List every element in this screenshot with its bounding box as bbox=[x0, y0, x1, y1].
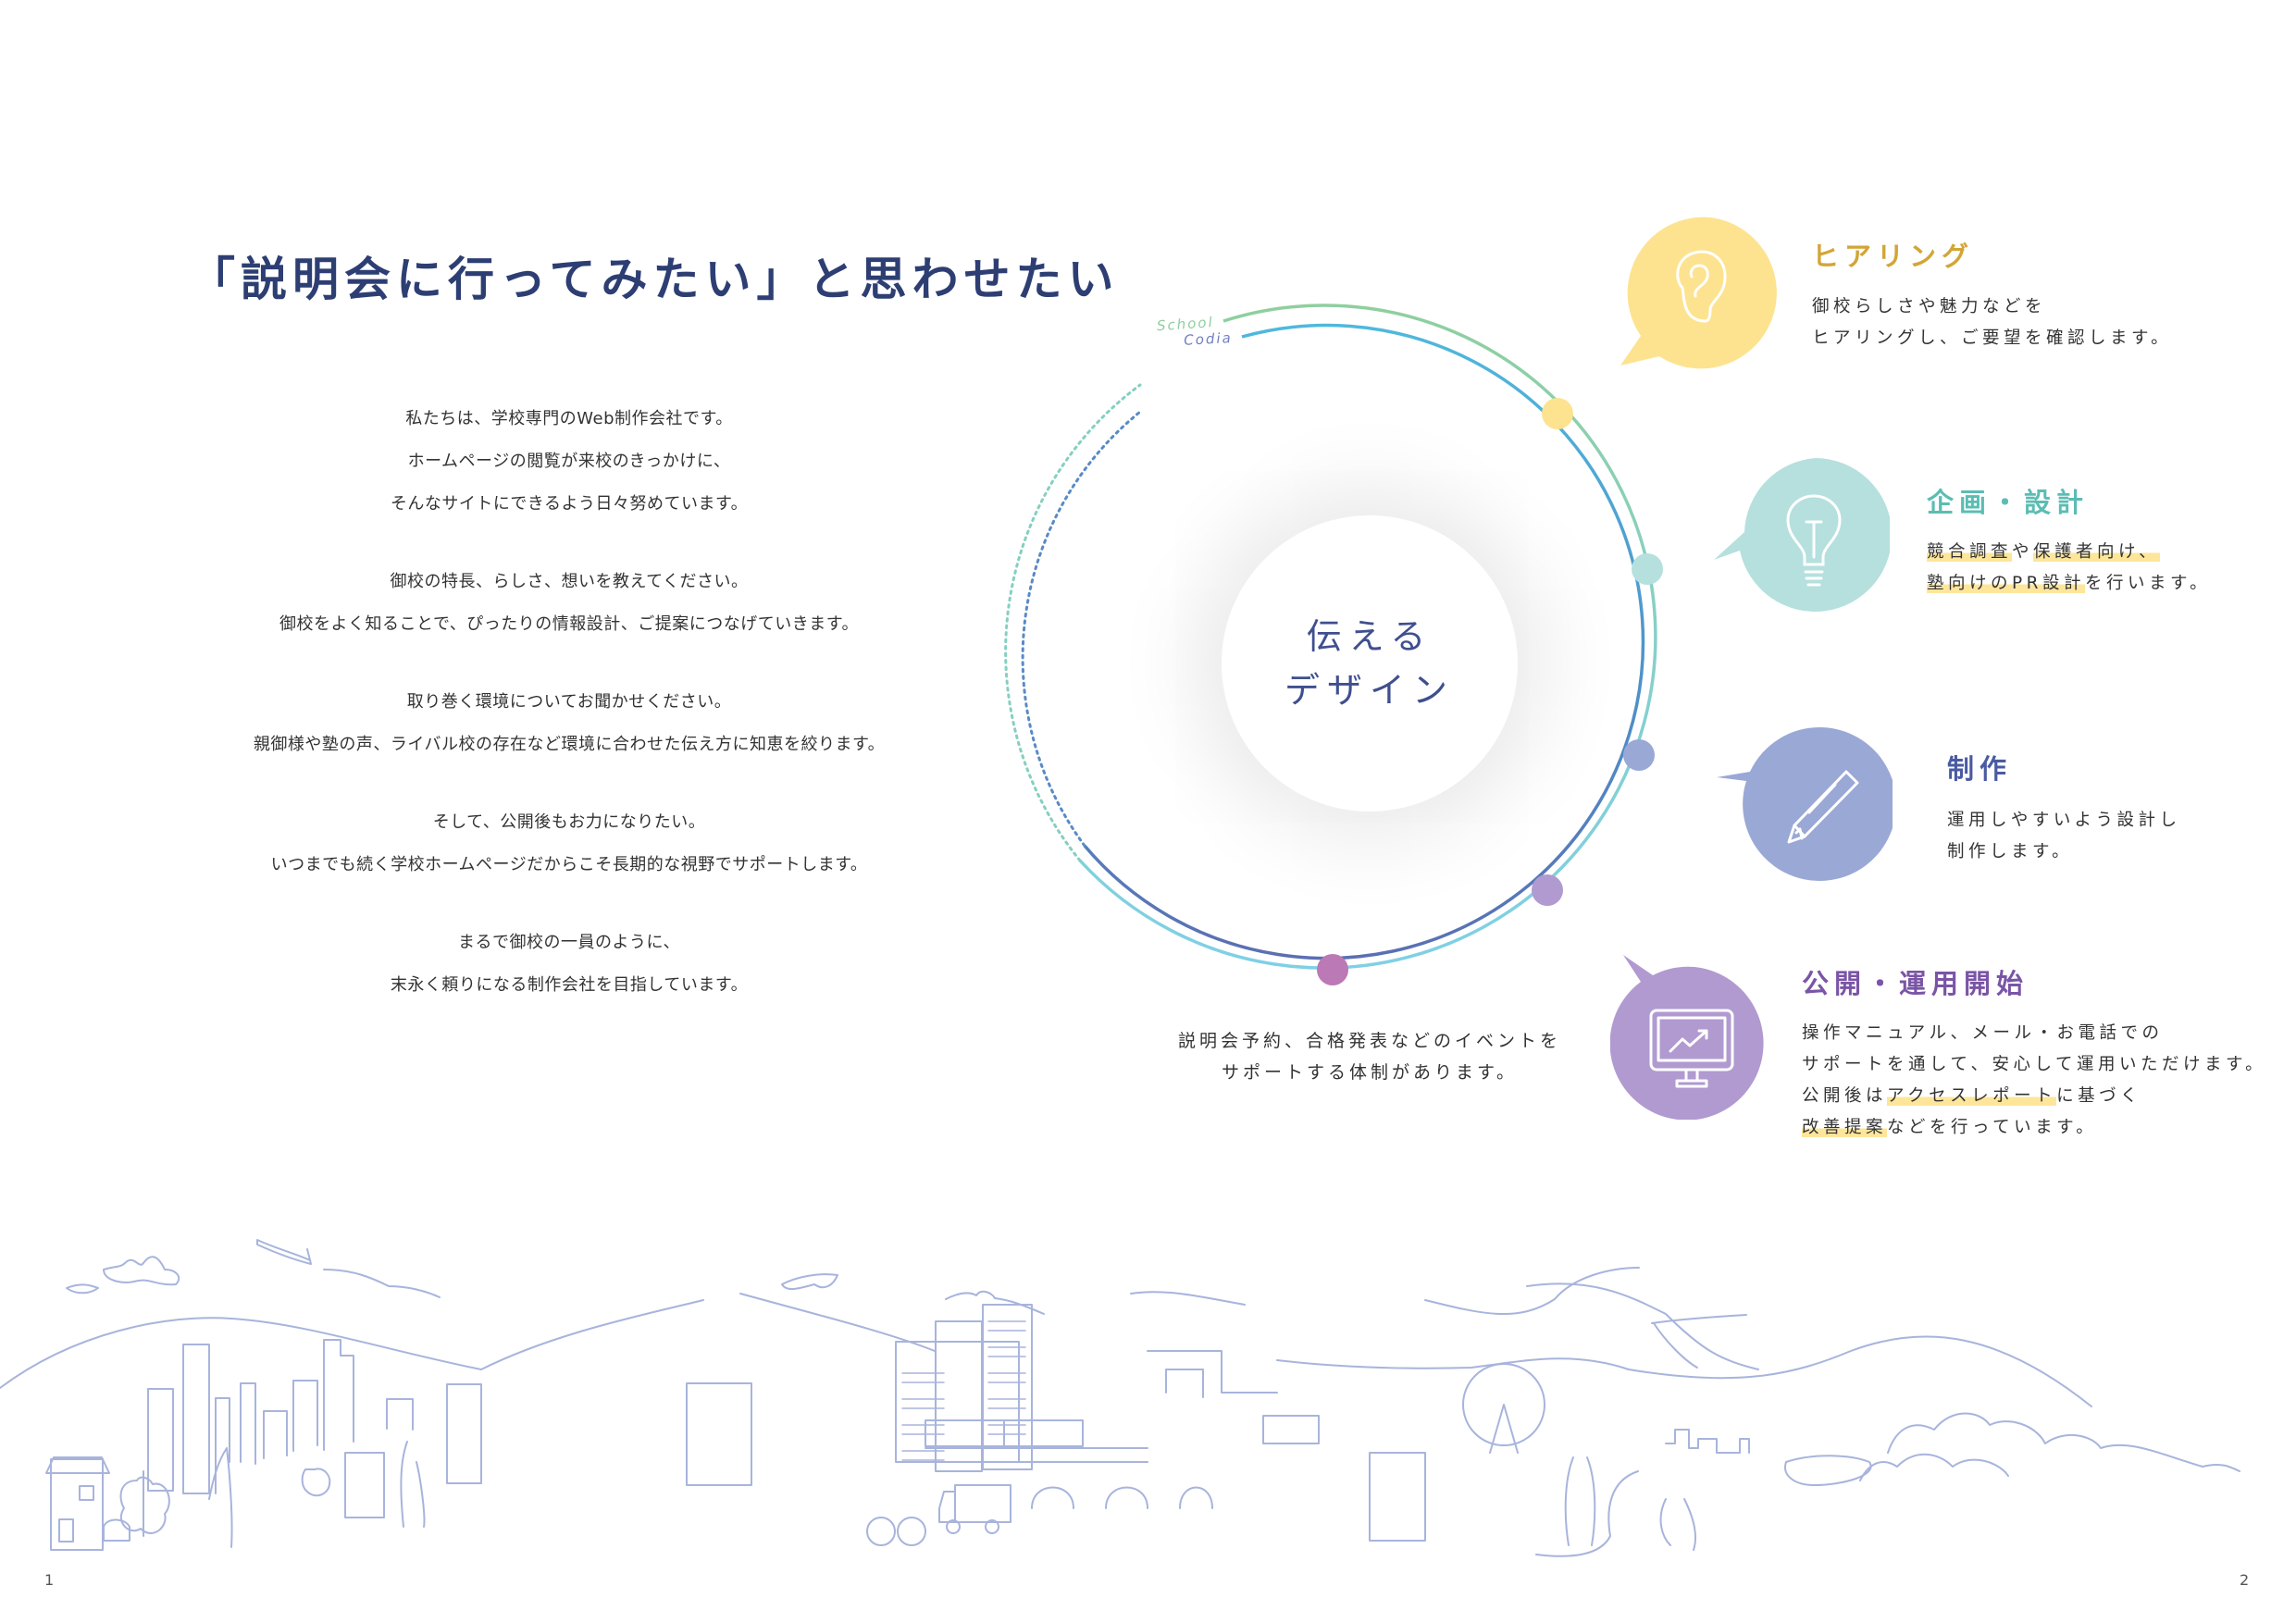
desc-line: 運用しやすいよう設計し bbox=[1947, 805, 2180, 836]
desc-line: 塾向けのPR設計を行います。 bbox=[1927, 568, 2211, 600]
highlight-text: 競合調査 bbox=[1927, 542, 2013, 562]
desc-line: 御校らしさや魅力などを bbox=[1812, 291, 2172, 323]
desc-text: 御校らしさや魅力などを bbox=[1812, 297, 2047, 316]
desc-line: 公開後はアクセスレポートに基づく bbox=[1802, 1081, 2266, 1112]
desc-text: サポートを通して、安心して運用いただけます。 bbox=[1802, 1055, 2267, 1074]
desc-text: に基づく bbox=[2056, 1086, 2142, 1106]
desc-text: 公開後は bbox=[1802, 1086, 1888, 1106]
step-title-planning: 企画・設計 bbox=[1927, 487, 2090, 518]
monitor-chart-icon bbox=[1649, 1009, 1734, 1088]
highlight-text: アクセスレポート bbox=[1887, 1086, 2057, 1106]
step-title-launch: 公開・運用開始 bbox=[1802, 968, 2029, 999]
highlight-text: 保護者向け、 bbox=[2033, 542, 2161, 562]
desc-line: サポートを通して、安心して運用いただけます。 bbox=[1802, 1049, 2266, 1081]
launch-speech-bubble bbox=[1610, 955, 1764, 1120]
event-support-note: 説明会予約、合格発表などのイベントを サポートする体制があります。 bbox=[1138, 1025, 1601, 1088]
intro-paragraph-1: 私たちは、学校専門のWeb制作会社です。 ホームページの閲覧が来校のきっかけに、… bbox=[185, 398, 953, 526]
ring-dot-production bbox=[1623, 739, 1655, 771]
step-title-production: 制作 bbox=[1947, 753, 2013, 785]
desc-line: ヒアリングし、ご要望を確認します。 bbox=[1812, 323, 2172, 354]
hearing-speech-bubble bbox=[1620, 217, 1777, 369]
highlight-text: 改善提案 bbox=[1802, 1118, 1888, 1137]
event-note-line: 説明会予約、合格発表などのイベントを bbox=[1177, 1031, 1561, 1051]
intro-line: ホームページの閲覧が来校のきっかけに、 bbox=[407, 452, 731, 471]
pencil-icon bbox=[1787, 770, 1859, 844]
center-concept-disc: 伝える デザイン bbox=[1222, 515, 1518, 812]
intro-line: まるで御校の一員のように、 bbox=[458, 933, 680, 952]
intro-paragraph-3: 取り巻く環境についてお聞かせください。 親御様や塾の声、ライバル校の存在など環境… bbox=[185, 681, 953, 766]
desc-text: 操作マニュアル、メール・お電話での bbox=[1802, 1023, 2164, 1043]
ring-dot-hearing bbox=[1542, 398, 1573, 429]
ring-label-codia: Codia bbox=[1184, 329, 1233, 349]
desc-text: 運用しやすいよう設計し bbox=[1947, 811, 2181, 830]
desc-line: 操作マニュアル、メール・お電話での bbox=[1802, 1018, 2266, 1049]
intro-line: いつまでも続く学校ホームページだからこそ長期的な視野でサポートします。 bbox=[270, 855, 868, 874]
intro-paragraph-4: そして、公開後もお力になりたい。 いつまでも続く学校ホームページだからこそ長期的… bbox=[185, 801, 953, 886]
outer-ring-dotted bbox=[1004, 383, 1142, 862]
intro-line: 御校の特長、らしさ、想いを教えてください。 bbox=[390, 572, 749, 591]
intro-line: 取り巻く環境についてお聞かせください。 bbox=[406, 692, 732, 712]
step-title-hearing: ヒアリング bbox=[1812, 241, 1975, 272]
intro-text: 私たちは、学校専門のWeb制作会社です。 ホームページの閲覧が来校のきっかけに、… bbox=[185, 398, 953, 1042]
step-desc-planning: 競合調査や保護者向け、 塾向けのPR設計を行います。 bbox=[1927, 537, 2211, 600]
step-desc-launch: 操作マニュアル、メール・お電話での サポートを通して、安心して運用いただけます。… bbox=[1802, 1018, 2266, 1144]
desc-line: 競合調査や保護者向け、 bbox=[1927, 537, 2211, 568]
intro-line: そんなサイトにできるよう日々努めています。 bbox=[390, 494, 749, 514]
desc-line: 改善提案などを行っています。 bbox=[1802, 1112, 2266, 1144]
desc-text: 制作します。 bbox=[1947, 842, 2074, 861]
intro-paragraph-2: 御校の特長、らしさ、想いを教えてください。 御校をよく知ることで、ぴったりの情報… bbox=[185, 561, 953, 646]
highlight-text: 塾向けのPR設計 bbox=[1927, 574, 2086, 593]
planning-speech-bubble bbox=[1714, 458, 1890, 612]
desc-text: ヒアリングし、ご要望を確認します。 bbox=[1812, 328, 2173, 348]
desc-text: を行います。 bbox=[2085, 574, 2212, 593]
intro-line: 親御様や塾の声、ライバル校の存在など環境に合わせた伝え方に知恵を絞ります。 bbox=[253, 735, 886, 754]
desc-text: や bbox=[2012, 542, 2034, 562]
ring-dot-planning bbox=[1632, 553, 1663, 585]
inner-ring-dotted bbox=[1021, 410, 1142, 848]
desc-text: などを行っています。 bbox=[1887, 1118, 2098, 1137]
step-desc-hearing: 御校らしさや魅力などを ヒアリングし、ご要望を確認します。 bbox=[1812, 291, 2172, 354]
intro-paragraph-5: まるで御校の一員のように、 末永く頼りになる制作会社を目指しています。 bbox=[185, 922, 953, 1007]
ring-dot-events bbox=[1317, 954, 1348, 985]
ear-icon bbox=[1676, 250, 1727, 323]
intro-line: そして、公開後もお力になりたい。 bbox=[432, 812, 706, 832]
page-headline: 「説明会に行ってみたい」と思わせたい bbox=[189, 253, 1120, 306]
page-number-left: 1 bbox=[44, 1571, 55, 1589]
event-note-line: サポートする体制があります。 bbox=[1221, 1062, 1519, 1083]
center-label-line-1: 伝える bbox=[1306, 616, 1433, 657]
lightbulb-icon bbox=[1786, 494, 1842, 587]
ring-dot-launch bbox=[1532, 874, 1563, 906]
desc-line: 制作します。 bbox=[1947, 836, 2180, 868]
production-speech-bubble bbox=[1717, 726, 1893, 881]
cityscape-illustration bbox=[0, 1239, 2240, 1557]
step-desc-production: 運用しやすいよう設計し 制作します。 bbox=[1947, 805, 2180, 868]
ring-label-school: School bbox=[1156, 314, 1214, 334]
intro-line: 御校をよく知ることで、ぴったりの情報設計、ご提案につなげていきます。 bbox=[279, 614, 859, 634]
intro-line: 末永く頼りになる制作会社を目指しています。 bbox=[390, 975, 749, 995]
page-number-right: 2 bbox=[2240, 1571, 2250, 1589]
center-label-line-2: デザイン bbox=[1284, 670, 1455, 711]
intro-line: 私たちは、学校専門のWeb制作会社です。 bbox=[405, 409, 733, 428]
